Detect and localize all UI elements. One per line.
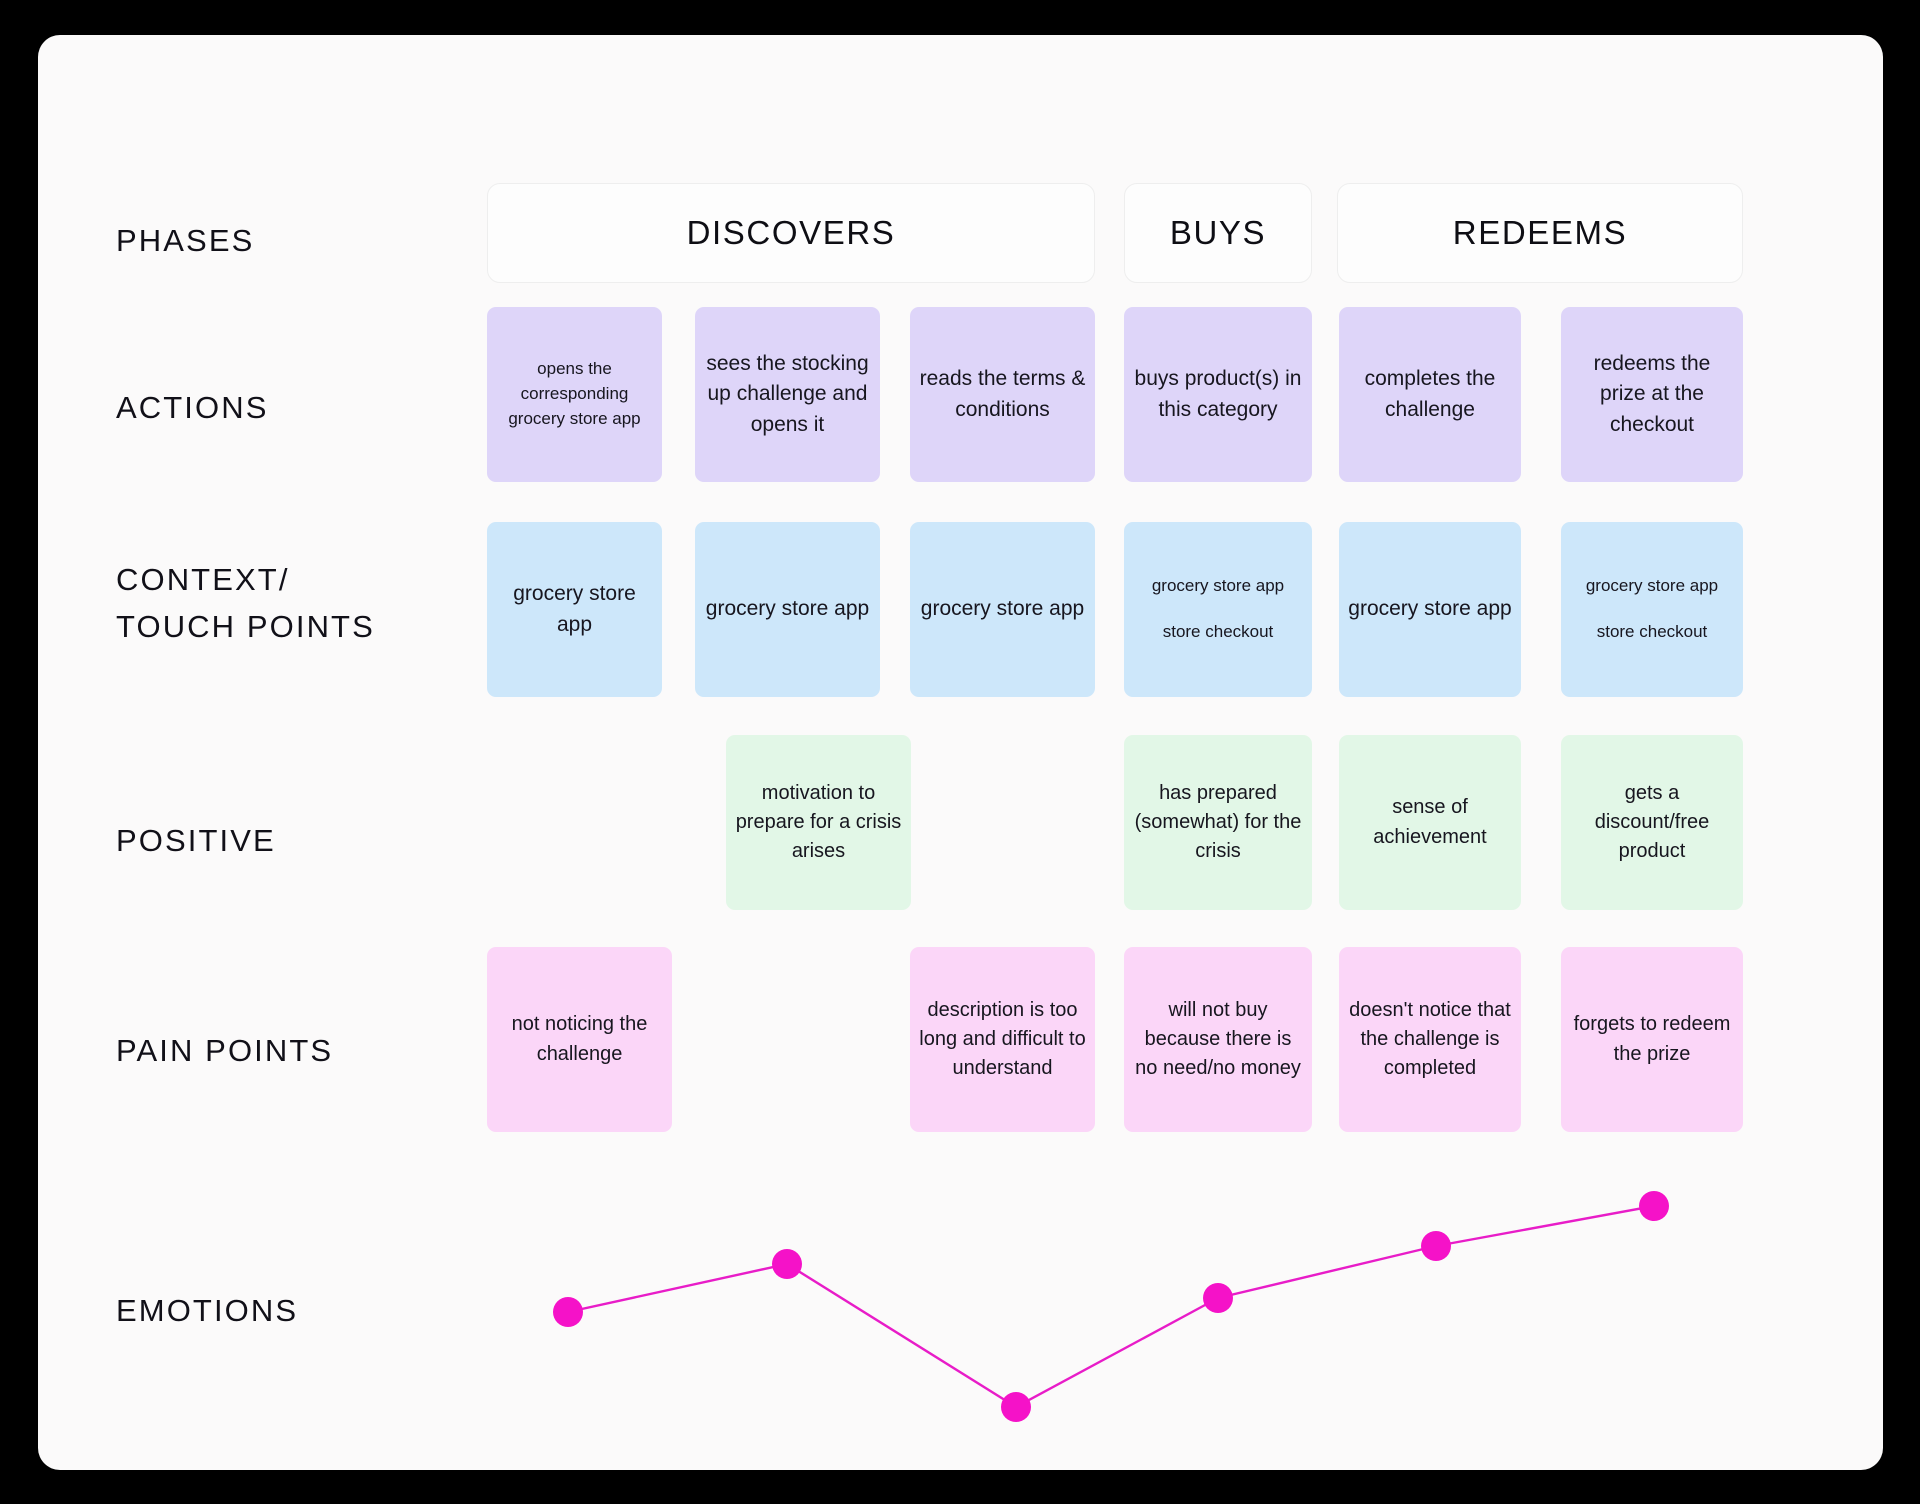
pain-point-card-1-text: not noticing the challenge — [511, 1013, 648, 1065]
emotions-data-point-4[interactable] — [1203, 1283, 1233, 1313]
emotions-data-points — [553, 1191, 1669, 1422]
action-card-1[interactable]: opens the corresponding grocery store ap… — [487, 307, 662, 482]
pain-point-card-1[interactable]: not noticing the challenge — [487, 947, 672, 1132]
action-card-6[interactable]: redeems the prize at the checkout — [1561, 307, 1743, 482]
action-card-2-text: sees the stocking up challenge and opens… — [706, 351, 869, 436]
emotions-line-chart — [553, 1191, 1669, 1422]
context-card-2[interactable]: grocery store app — [695, 522, 880, 697]
pain-point-card-4[interactable]: will not buy because there is no need/no… — [1124, 947, 1312, 1132]
context-card-4[interactable]: grocery store app store checkout — [1124, 522, 1312, 697]
emotions-data-point-5[interactable] — [1421, 1231, 1451, 1261]
context-card-2-main: grocery store app — [705, 597, 870, 621]
journey-map-canvas: PHASES ACTIONS CONTEXT/ TOUCH POINTS POS… — [38, 35, 1883, 1470]
pain-point-card-5[interactable]: doesn't notice that the challenge is com… — [1339, 947, 1521, 1132]
pain-point-card-3[interactable]: description is too long and difficult to… — [910, 947, 1095, 1132]
row-label-emotions: EMOTIONS — [116, 1293, 299, 1328]
context-card-3-main: grocery store app — [920, 597, 1085, 621]
emotions-curve — [567, 1204, 1655, 1409]
emotions-data-point-3[interactable] — [1001, 1392, 1031, 1422]
context-card-4-sub: store checkout — [1162, 622, 1274, 642]
phase-header-redeems[interactable]: REDEEMS — [1337, 183, 1743, 283]
row-label-phases: PHASES — [116, 223, 255, 258]
action-card-1-text: opens the corresponding grocery store ap… — [508, 359, 641, 428]
positive-card-5[interactable]: sense of achievement — [1339, 735, 1521, 910]
positive-card-2-text: motivation to prepare for a crisis arise… — [735, 781, 902, 863]
action-card-4[interactable]: buys product(s) in this category — [1124, 307, 1312, 482]
action-card-3-text: reads the terms & conditions — [919, 366, 1086, 421]
pain-point-card-6[interactable]: forgets to redeem the prize — [1561, 947, 1743, 1132]
context-card-6-sub: store checkout — [1596, 622, 1708, 642]
action-card-4-text: buys product(s) in this category — [1134, 366, 1302, 421]
row-label-positive: POSITIVE — [116, 823, 276, 858]
pain-point-card-3-text: description is too long and difficult to… — [919, 998, 1086, 1080]
row-label-context-touch-points: CONTEXT/ TOUCH POINTS — [116, 562, 375, 645]
action-card-6-text: redeems the prize at the checkout — [1593, 351, 1711, 436]
context-card-5-main: grocery store app — [1348, 597, 1512, 621]
positive-card-4[interactable]: has prepared (somewhat) for the crisis — [1124, 735, 1312, 910]
phase-header-discovers[interactable]: DISCOVERS — [487, 183, 1095, 283]
action-card-2[interactable]: sees the stocking up challenge and opens… — [695, 307, 880, 482]
emotions-data-point-1[interactable] — [553, 1297, 583, 1327]
action-card-5[interactable]: completes the challenge — [1339, 307, 1521, 482]
positive-card-5-text: sense of achievement — [1373, 796, 1487, 848]
context-card-1-main: grocery store app — [513, 581, 636, 636]
context-card-4-main: grocery store app — [1151, 575, 1285, 595]
positive-card-2[interactable]: motivation to prepare for a crisis arise… — [726, 735, 911, 910]
context-card-3[interactable]: grocery store app — [910, 522, 1095, 697]
positive-card-6-text: gets a discount/free product — [1594, 781, 1710, 863]
context-card-6[interactable]: grocery store app store checkout — [1561, 522, 1743, 697]
emotions-data-point-2[interactable] — [772, 1249, 802, 1279]
pain-point-card-5-text: doesn't notice that the challenge is com… — [1349, 998, 1511, 1080]
context-card-1[interactable]: grocery store app — [487, 522, 662, 697]
emotions-data-point-6[interactable] — [1639, 1191, 1669, 1221]
positive-card-6[interactable]: gets a discount/free product — [1561, 735, 1743, 910]
action-card-5-text: completes the challenge — [1364, 366, 1496, 421]
positive-card-4-text: has prepared (somewhat) for the crisis — [1134, 781, 1302, 863]
phase-header-buys[interactable]: BUYS — [1124, 183, 1312, 283]
pain-point-card-4-text: will not buy because there is no need/no… — [1135, 998, 1301, 1080]
journey-map-grid: PHASES ACTIONS CONTEXT/ TOUCH POINTS POS… — [38, 35, 1883, 1470]
context-card-6-main: grocery store app — [1585, 575, 1719, 595]
row-label-actions: ACTIONS — [116, 390, 269, 425]
row-label-pain-points: PAIN POINTS — [116, 1033, 334, 1068]
context-card-5[interactable]: grocery store app — [1339, 522, 1521, 697]
pain-point-card-6-text: forgets to redeem the prize — [1573, 1013, 1731, 1065]
action-card-3[interactable]: reads the terms & conditions — [910, 307, 1095, 482]
